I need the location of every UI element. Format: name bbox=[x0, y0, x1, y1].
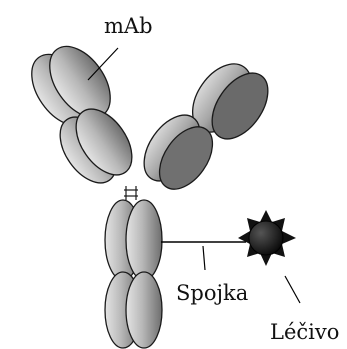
drug-label-pointer bbox=[285, 276, 300, 303]
hinge-region bbox=[124, 186, 138, 200]
right-fab-arm bbox=[133, 53, 279, 199]
fc-lower-domain-2 bbox=[126, 272, 162, 348]
drug-core bbox=[249, 221, 283, 255]
drug-molecule bbox=[238, 210, 296, 266]
fc-stem bbox=[105, 200, 162, 348]
linker-label-pointer bbox=[203, 246, 205, 270]
fc-upper-domain-2 bbox=[126, 200, 162, 280]
linker-label: Spojka bbox=[176, 281, 248, 305]
left-fab-arm bbox=[19, 35, 143, 192]
mab-label: mAb bbox=[104, 14, 153, 38]
drug-label: Léčivo bbox=[270, 320, 339, 344]
